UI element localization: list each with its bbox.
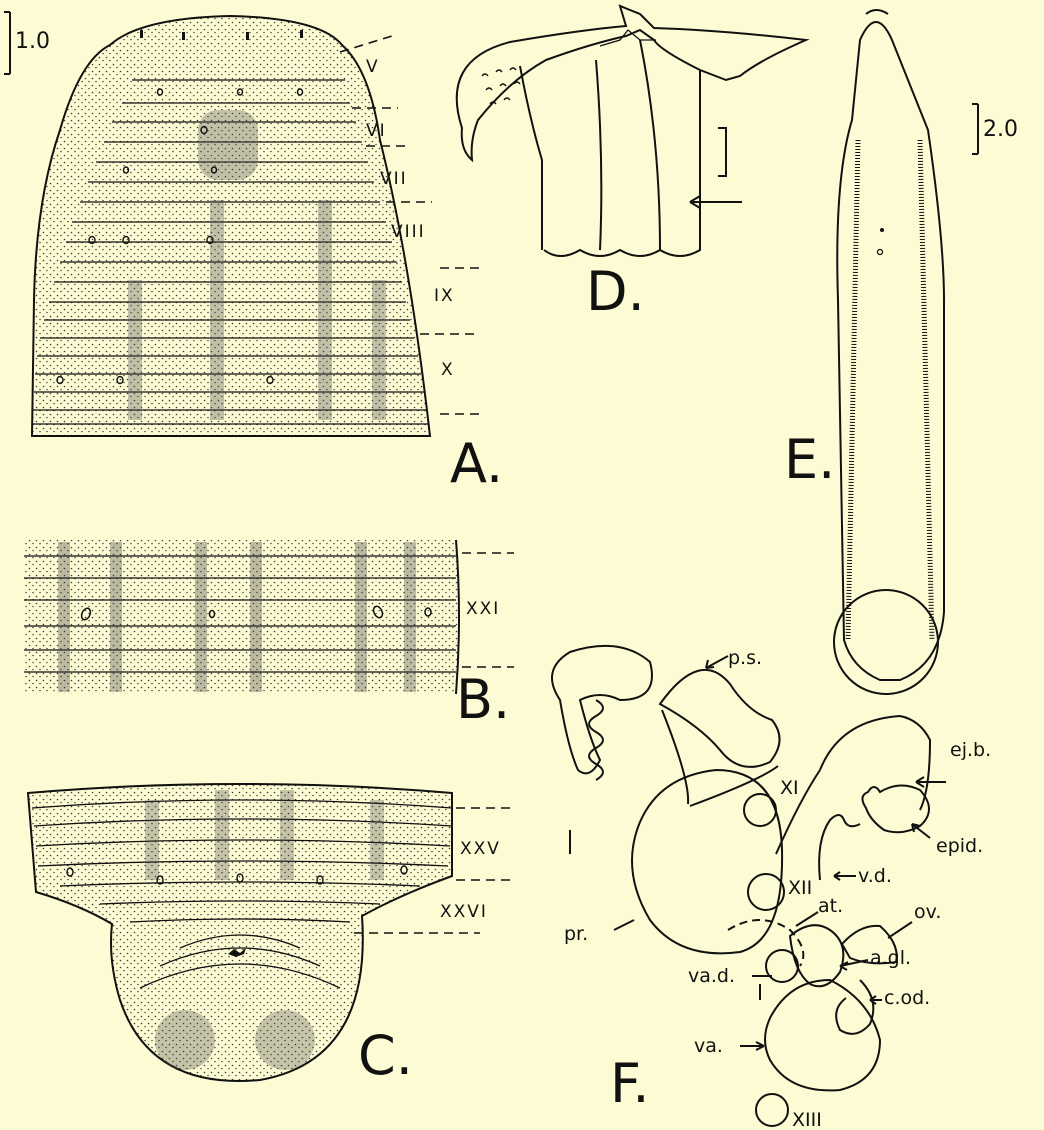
terminal-bulb-e <box>834 590 938 694</box>
segment-markers-b: XXI <box>462 553 514 667</box>
structure-outline-d <box>457 6 806 160</box>
body-outline-e <box>837 22 944 680</box>
mouth-e <box>866 10 888 14</box>
common-oviduct-f <box>836 980 873 1034</box>
pore-e-1 <box>880 228 884 232</box>
label-pr: pr. <box>564 923 588 945</box>
scale-bar-d <box>718 128 726 176</box>
clitellum-right-e <box>920 140 932 640</box>
label-at: at. <box>818 895 843 917</box>
prostate-gland-f <box>632 770 782 953</box>
body-outline-a <box>32 16 430 436</box>
scale-bar-a: 1.0 <box>4 12 50 74</box>
label-vad: va.d. <box>688 965 735 987</box>
segment-label-xxi: XXI <box>466 599 500 619</box>
segment-label-xxv: XXV <box>460 839 501 859</box>
label-agl: a.gl. <box>870 947 911 969</box>
label-xi: XI <box>780 777 799 799</box>
pore-e-2 <box>878 250 883 255</box>
panel-f: p.s. XI ej.b. epid. v.d. XII pr. at. ov.… <box>552 646 991 1130</box>
segment-label-viii: VIII <box>391 222 426 242</box>
scale-bar-e: 2.0 <box>972 104 1018 154</box>
ring-vad-f <box>766 950 798 982</box>
segment-label-x: X <box>441 360 455 380</box>
segment-label-xxvi: XXVI <box>440 902 488 922</box>
panel-c: XXV XXVI C. <box>28 784 512 1087</box>
panel-label-e: E. <box>784 428 835 491</box>
panel-label-f: F. <box>610 1052 650 1115</box>
panel-label-a: A. <box>450 432 503 495</box>
prostate-left-f <box>552 646 652 780</box>
atrium-dashed-f <box>728 920 803 966</box>
label-va: va. <box>694 1035 723 1057</box>
atrium-f <box>790 925 843 986</box>
vagina-f <box>765 980 880 1090</box>
panel-label-b: B. <box>456 668 510 731</box>
segment-label-ix: IX <box>434 286 455 306</box>
panel-e: 2.0 E. <box>784 10 1018 694</box>
ring-xii-f <box>748 874 784 910</box>
ridge-d <box>600 30 656 46</box>
panel-label-d: D. <box>586 260 645 323</box>
ring-xiii-f <box>756 1094 788 1126</box>
panel-b: XXI B. <box>24 540 514 731</box>
segment-label-v: V <box>366 57 380 77</box>
clitellum-left-e <box>848 140 858 640</box>
label-xii: XII <box>788 877 812 899</box>
panel-label-c: C. <box>358 1024 413 1087</box>
label-ov: ov. <box>914 901 941 923</box>
ejaculatory-bulb-f <box>820 716 930 810</box>
label-vd: v.d. <box>858 865 892 887</box>
scale-label-e: 2.0 <box>983 117 1018 142</box>
arrow-d <box>690 196 742 208</box>
segment-label-vii: VII <box>380 169 408 189</box>
stalk-d <box>520 40 700 256</box>
label-epid: epid. <box>936 835 983 857</box>
label-ejb: ej.b. <box>950 739 991 761</box>
panel-d: D. <box>457 6 806 323</box>
panel-a: 1.0 <box>4 12 503 495</box>
label-cod: c.od. <box>884 987 930 1009</box>
setae-d <box>482 68 520 104</box>
label-xiii: XIII <box>792 1109 822 1130</box>
segment-label-vi: VI <box>366 121 387 141</box>
scale-label-a: 1.0 <box>15 29 50 54</box>
label-ps: p.s. <box>728 647 762 669</box>
